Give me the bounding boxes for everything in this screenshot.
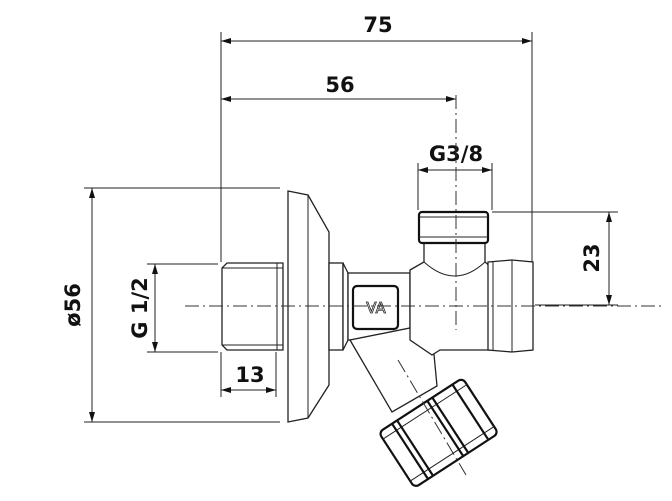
dim-label-56: 56 [325,73,354,97]
dim-label-23: 23 [580,243,604,272]
valve-body: VA [221,190,534,487]
va-marking: VA [366,299,386,317]
dim-label-dia56: ø56 [61,283,85,327]
dimension-lines [89,38,612,422]
extension-lines [84,32,618,423]
dim-label-75: 75 [363,13,392,37]
dim-label-13: 13 [235,363,264,387]
centerlines [185,95,662,476]
handwheel-cap [379,378,498,487]
dim-label-g12: G 1/2 [128,277,152,338]
